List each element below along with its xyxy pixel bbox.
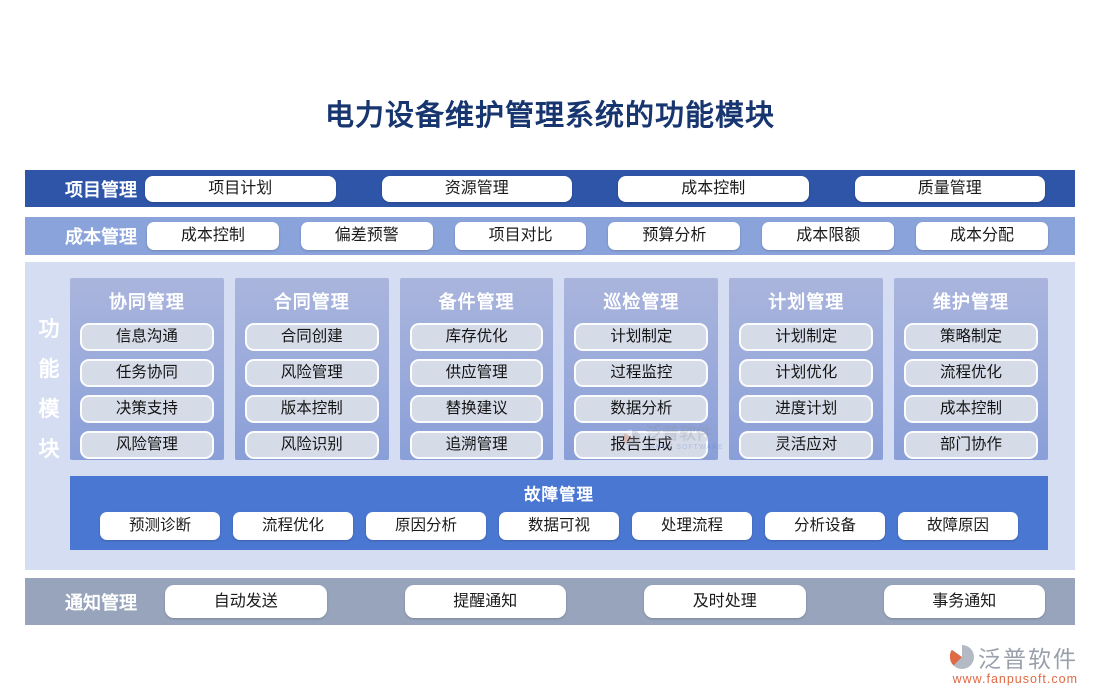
module-column-item: 合同创建 — [244, 323, 379, 351]
notify-management-band: 通知管理 自动发送 提醒通知 及时处理 事务通知 — [25, 578, 1075, 625]
fault-item: 预测诊断 — [100, 512, 220, 540]
cost-band-item: 成本限额 — [762, 222, 895, 250]
footer-brand-url: www.fanpusoft.com — [952, 672, 1078, 686]
fault-item: 数据可视 — [499, 512, 619, 540]
fault-box-header: 故障管理 — [524, 486, 594, 504]
cost-band-item: 成本分配 — [916, 222, 1048, 250]
module-column-item: 灵活应对 — [739, 431, 874, 459]
module-column-item: 风险管理 — [244, 359, 379, 387]
module-column-item: 进度计划 — [739, 395, 874, 423]
module-column-item: 报告生成 — [574, 431, 709, 459]
cost-band-item: 偏差预警 — [300, 222, 433, 250]
function-modules-side-label: 功能模块 — [38, 318, 60, 461]
module-column-header: 维护管理 — [933, 292, 1010, 312]
module-column-item: 替换建议 — [409, 395, 544, 423]
module-column-5: 计划管理计划制定计划优化进度计划灵活应对 — [729, 278, 884, 460]
module-column-item: 追溯管理 — [409, 431, 544, 459]
module-column-item: 版本控制 — [244, 395, 379, 423]
module-column-header: 巡检管理 — [603, 292, 680, 312]
function-modules-section: 功能模块 协同管理信息沟通任务协同决策支持风险管理合同管理合同创建风险管理版本控… — [25, 262, 1075, 570]
project-band-item: 资源管理 — [381, 175, 572, 202]
module-columns: 协同管理信息沟通任务协同决策支持风险管理合同管理合同创建风险管理版本控制风险识别… — [70, 278, 1048, 460]
module-column-item: 策略制定 — [904, 323, 1038, 351]
project-band-item: 项目计划 — [145, 175, 336, 202]
module-column-header: 计划管理 — [768, 292, 845, 312]
fault-item: 原因分析 — [366, 512, 486, 540]
cost-management-band: 成本管理 成本控制偏差预警项目对比预算分析成本限额成本分配 — [25, 217, 1075, 255]
module-column-3: 备件管理库存优化供应管理替换建议追溯管理 — [399, 278, 554, 460]
fault-item: 故障原因 — [898, 512, 1018, 540]
module-column-header: 备件管理 — [438, 292, 515, 312]
fault-management-box: 故障管理 预测诊断流程优化原因分析数据可视处理流程分析设备故障原因 — [70, 476, 1048, 550]
cost-band-item: 预算分析 — [608, 222, 741, 250]
module-column-item: 成本控制 — [904, 395, 1038, 423]
cost-band-item: 成本控制 — [147, 222, 279, 250]
module-column-item: 风险管理 — [80, 431, 214, 459]
module-column-item: 任务协同 — [80, 359, 214, 387]
notify-band-item: 事务通知 — [883, 585, 1045, 618]
project-band-item: 质量管理 — [854, 175, 1045, 202]
module-column-item: 计划优化 — [739, 359, 874, 387]
project-band-item: 成本控制 — [618, 175, 809, 202]
module-column-header: 协同管理 — [108, 292, 185, 312]
module-column-1: 协同管理信息沟通任务协同决策支持风险管理 — [70, 278, 224, 460]
project-management-band: 项目管理 项目计划 资源管理 成本控制 质量管理 — [25, 170, 1075, 207]
module-column-item: 计划制定 — [739, 323, 874, 351]
module-column-item: 过程监控 — [574, 359, 709, 387]
fault-item: 流程优化 — [233, 512, 353, 540]
module-column-header: 合同管理 — [273, 292, 350, 312]
notify-band-items: 自动发送 提醒通知 及时处理 事务通知 — [145, 585, 1075, 618]
module-column-item: 供应管理 — [409, 359, 544, 387]
module-column-4: 巡检管理计划制定过程监控数据分析报告生成 — [564, 278, 719, 460]
notify-band-label: 通知管理 — [65, 592, 137, 613]
fault-box-items: 预测诊断流程优化原因分析数据可视处理流程分析设备故障原因 — [70, 505, 1048, 540]
fanpu-logo-icon — [949, 644, 974, 669]
notify-band-item: 自动发送 — [165, 585, 327, 618]
module-column-item: 库存优化 — [409, 323, 544, 351]
module-column-item: 流程优化 — [904, 359, 1038, 387]
module-column-item: 风险识别 — [244, 431, 379, 459]
footer-brand-name: 泛普软件 — [978, 646, 1078, 672]
cost-band-item: 项目对比 — [454, 222, 587, 250]
notify-band-item: 提醒通知 — [404, 585, 566, 618]
module-column-6: 维护管理策略制定流程优化成本控制部门协作 — [894, 278, 1048, 460]
fault-item: 分析设备 — [765, 512, 885, 540]
page-title: 电力设备维护管理系统的功能模块 — [324, 100, 775, 132]
module-column-item: 计划制定 — [574, 323, 709, 351]
module-column-item: 数据分析 — [574, 395, 709, 423]
project-band-label: 项目管理 — [65, 179, 137, 200]
notify-band-item: 及时处理 — [644, 585, 806, 618]
cost-band-items: 成本控制偏差预警项目对比预算分析成本限额成本分配 — [145, 222, 1075, 250]
fault-item: 处理流程 — [632, 512, 752, 540]
project-band-items: 项目计划 资源管理 成本控制 质量管理 — [145, 175, 1075, 202]
footer-brand: 泛普软件 www.fanpusoft.com — [949, 640, 1078, 686]
module-column-item: 信息沟通 — [80, 323, 214, 351]
cost-band-label: 成本管理 — [65, 227, 137, 247]
module-column-item: 决策支持 — [80, 395, 214, 423]
module-column-item: 部门协作 — [904, 431, 1038, 459]
module-column-2: 合同管理合同创建风险管理版本控制风险识别 — [234, 278, 389, 460]
